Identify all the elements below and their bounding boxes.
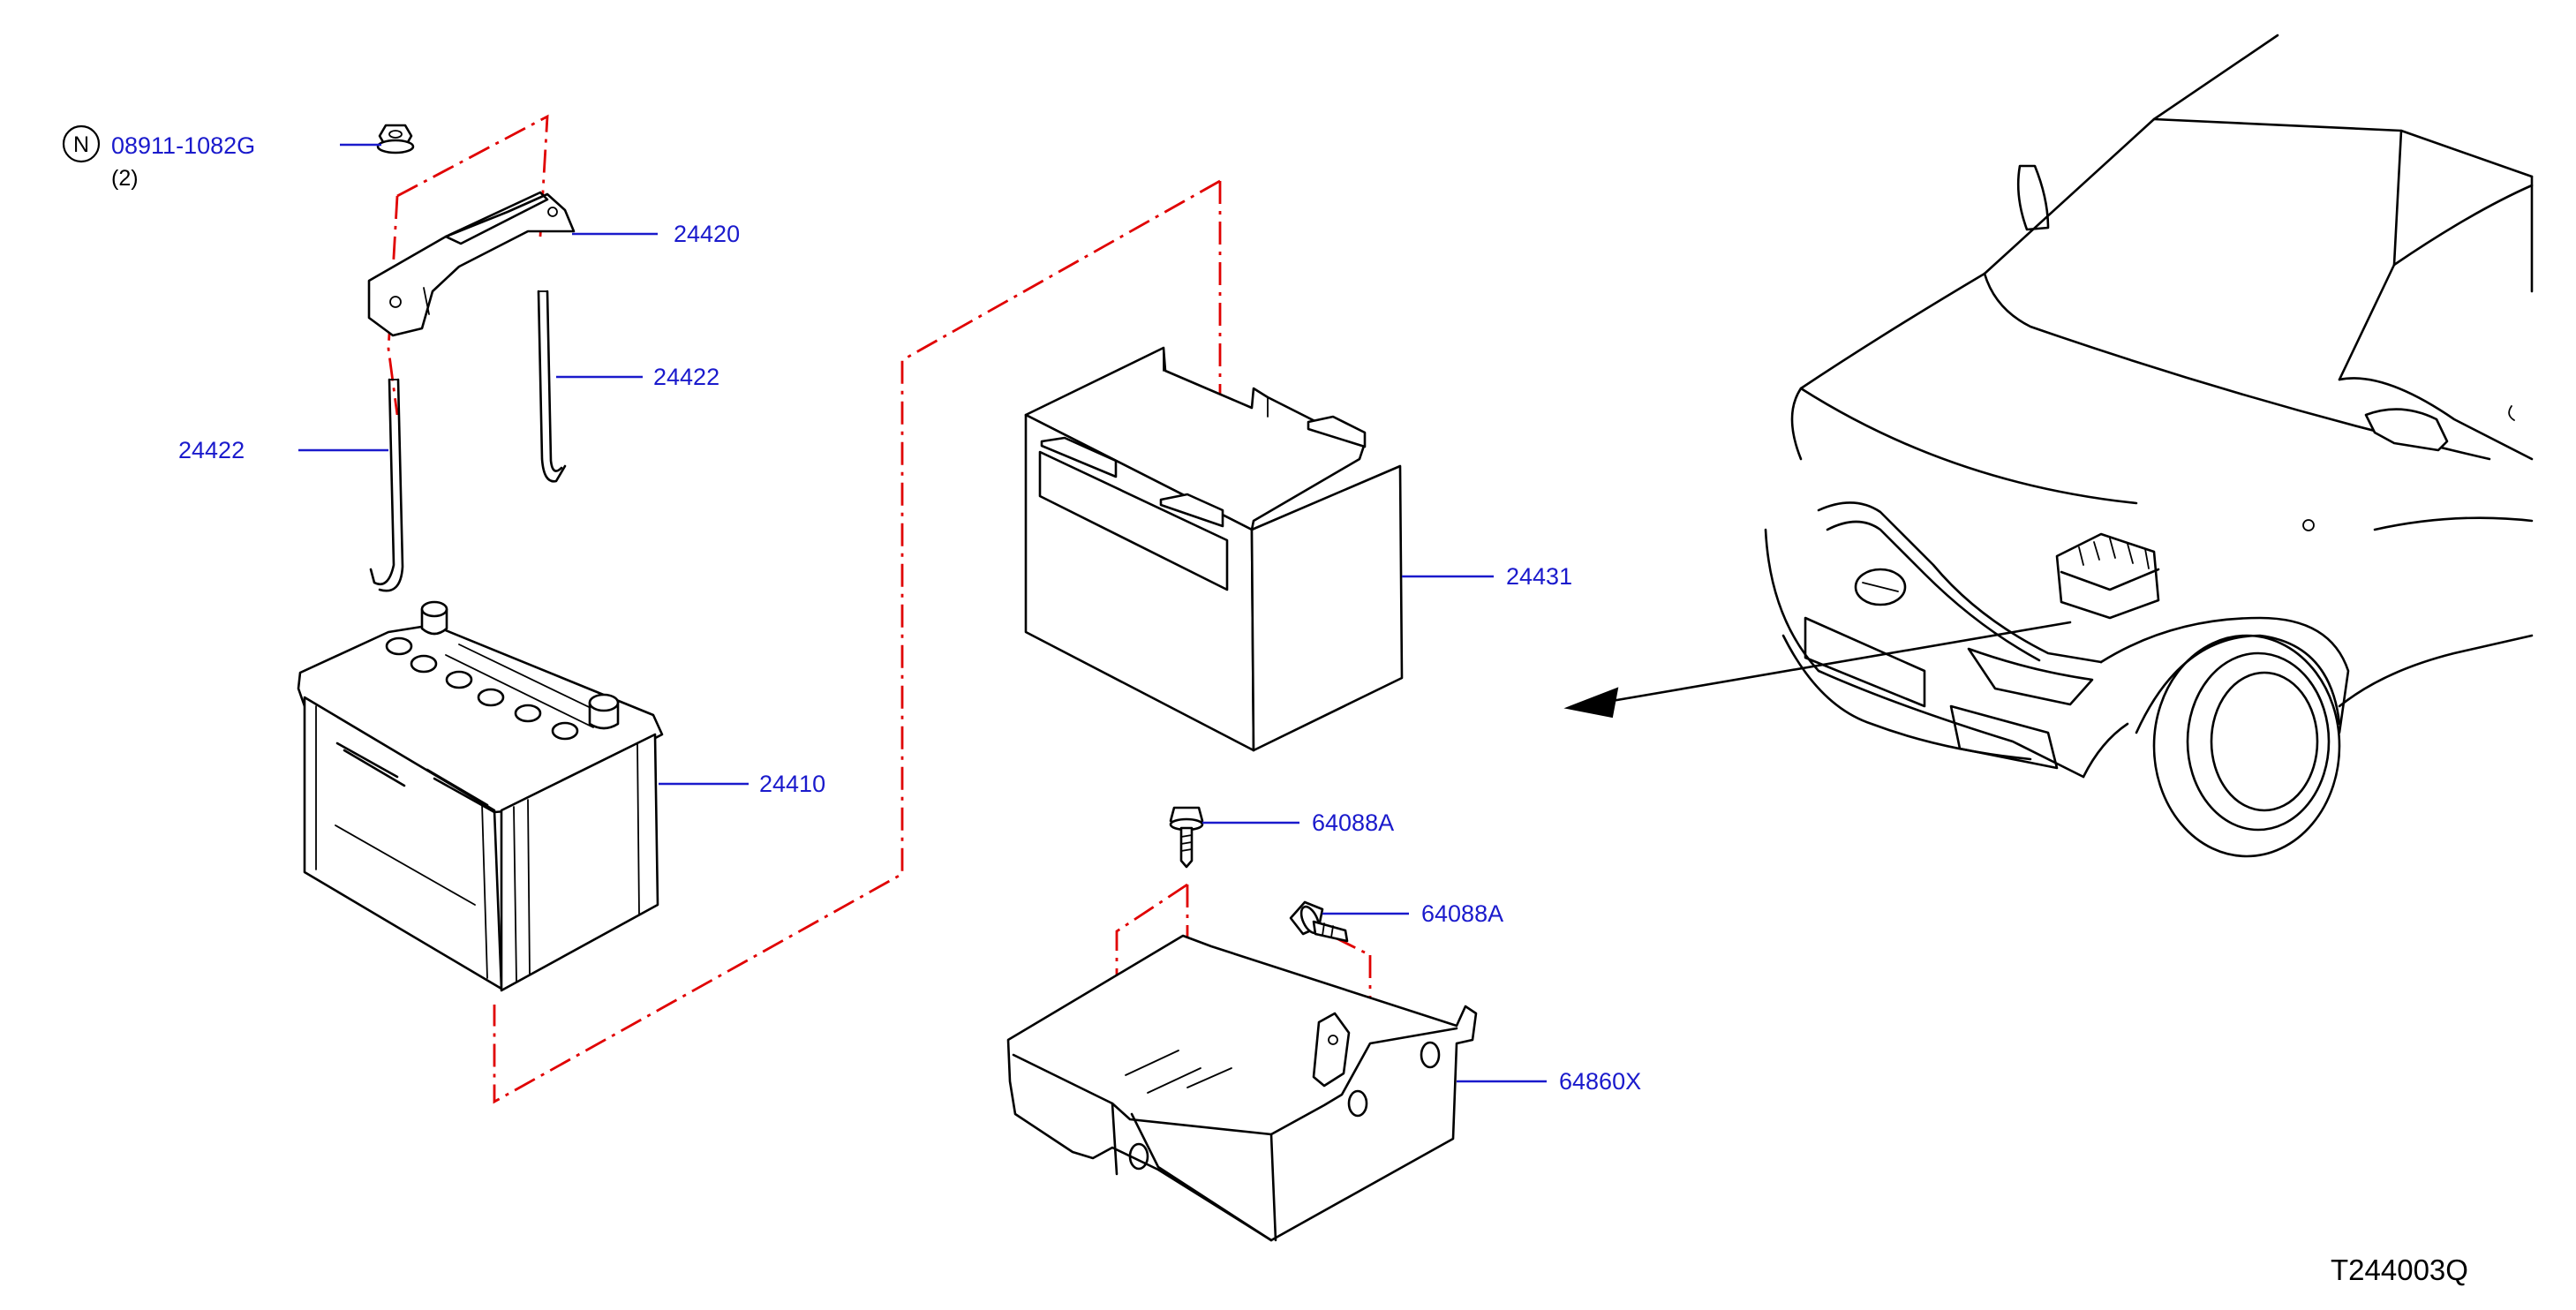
bolt-lower xyxy=(1289,900,1349,943)
part-number-nut: 08911-1082G xyxy=(111,132,255,159)
part-number-rod-right: 24422 xyxy=(653,364,719,390)
part-number-rod-left: 24422 xyxy=(178,437,245,463)
leader-lines xyxy=(298,143,1547,1083)
battery-cover xyxy=(1024,346,1404,752)
nut-quantity: (2) xyxy=(111,166,139,191)
nut-callout: N 08911-1082G (2) xyxy=(62,124,255,191)
diagram-id: T244003Q xyxy=(2331,1254,2468,1286)
vehicle-outline xyxy=(1764,34,2534,858)
hold-rod-right xyxy=(537,290,567,483)
vent-caps xyxy=(385,636,579,741)
part-number-cover: 24431 xyxy=(1506,563,1572,590)
battery-hold-bracket xyxy=(367,191,576,337)
part-number-bolt-lower: 64088A xyxy=(1421,900,1503,927)
hold-rod-left xyxy=(369,378,404,592)
battery-tray xyxy=(1006,934,1478,1242)
bolt-upper xyxy=(1169,806,1204,869)
part-number-bracket: 24420 xyxy=(674,221,740,247)
battery xyxy=(297,600,664,992)
part-number-bolt-upper: 64088A xyxy=(1312,809,1394,836)
part-number-tray: 64860X xyxy=(1559,1068,1641,1095)
part-number-battery: 24410 xyxy=(759,771,825,797)
n-mark: N xyxy=(73,132,89,157)
battery-terminals xyxy=(420,600,620,730)
battery-location-marker xyxy=(2055,532,2160,620)
location-arrow xyxy=(1563,621,2072,719)
n-mark-circle xyxy=(62,124,101,163)
flange-nut xyxy=(376,124,415,154)
